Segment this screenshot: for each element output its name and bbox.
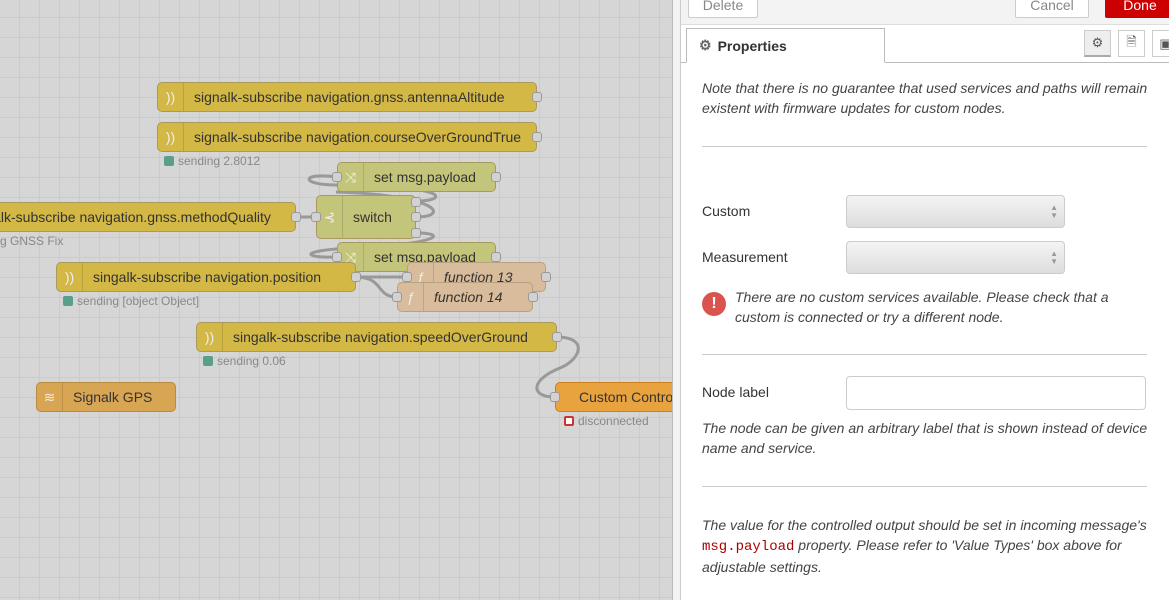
switch-icon: ⊰: [317, 196, 343, 238]
flow-node[interactable]: ))singalk-subscribe navigation.speedOver…: [196, 322, 562, 352]
function-icon: ƒ: [398, 283, 424, 311]
panel-splitter[interactable]: [672, 0, 680, 600]
custom-control-node[interactable]: Custom Control: [550, 382, 672, 412]
flow-node[interactable]: ))singalk-subscribe navigation.position: [56, 262, 361, 292]
custom-select[interactable]: ▲▼: [846, 195, 1065, 228]
config-node[interactable]: ≋Signalk GPS: [36, 382, 176, 412]
measurement-select[interactable]: ▲▼: [846, 241, 1065, 274]
node-status: disconnected: [564, 414, 649, 428]
flow-node[interactable]: ialk-subscribe navigation.gnss.methodQua…: [0, 202, 301, 232]
node-label-input[interactable]: [846, 376, 1146, 410]
custom-label: Custom: [702, 203, 751, 219]
divider: [702, 146, 1147, 147]
divider: [702, 486, 1147, 487]
flow-canvas[interactable]: ))signalk-subscribe navigation.gnss.ante…: [0, 0, 672, 600]
node-label-help: The node can be given an arbitrary label…: [702, 420, 1148, 456]
divider: [702, 354, 1147, 355]
edit-panel: Delete Cancel Done ⚙Properties ⚙ 🗎 ▣ Not…: [680, 0, 1169, 600]
done-button[interactable]: Done: [1105, 0, 1169, 18]
measurement-label: Measurement: [702, 249, 788, 265]
shuffle-icon: ⤨: [338, 243, 364, 271]
appearance-icon[interactable]: ▣: [1152, 30, 1169, 57]
delete-button[interactable]: Delete: [688, 0, 758, 18]
signalk-icon: )): [158, 83, 184, 111]
note-text: Note that there is no guarantee that use…: [702, 80, 1148, 116]
node-status: g GNSS Fix: [0, 234, 64, 248]
gear-icon[interactable]: ⚙: [1084, 30, 1111, 57]
flow-node[interactable]: ))signalk-subscribe navigation.courseOve…: [157, 122, 542, 152]
switch-node[interactable]: ⊰switch: [311, 195, 421, 239]
node-status: sending 2.8012: [164, 154, 260, 168]
change-node[interactable]: ⤨set msg.payload: [332, 162, 501, 192]
signalk-icon: )): [57, 263, 83, 291]
error-text: There are no custom services available. …: [735, 289, 1109, 325]
tab-properties[interactable]: ⚙Properties: [686, 28, 885, 63]
signalk-icon: )): [197, 323, 223, 351]
cancel-button[interactable]: Cancel: [1015, 0, 1089, 18]
error-icon: !: [702, 292, 726, 316]
node-label-label: Node label: [702, 384, 769, 400]
function-icon: ƒ: [408, 263, 434, 291]
coil-icon: ≋: [37, 383, 63, 411]
wires: [296, 174, 580, 399]
signalk-icon: )): [158, 123, 184, 151]
shuffle-icon: ⤨: [338, 163, 364, 191]
flow-node[interactable]: ))signalk-subscribe navigation.gnss.ante…: [157, 82, 542, 112]
node-status: sending 0.06: [203, 354, 286, 368]
payload-help: The value for the controlled output shou…: [702, 517, 1147, 575]
description-icon[interactable]: 🗎: [1118, 30, 1145, 57]
node-status: sending [object Object]: [63, 294, 199, 308]
gear-icon: ⚙: [699, 37, 712, 53]
